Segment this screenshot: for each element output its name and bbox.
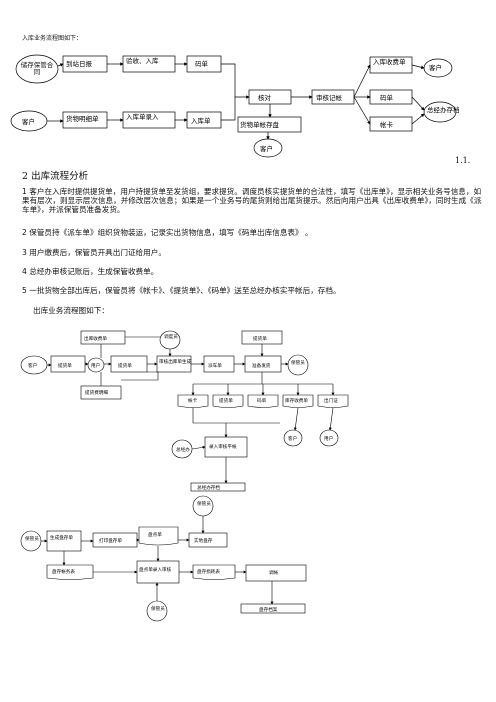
- fc2-user2: 用户: [324, 435, 333, 442]
- fc2-pickup2: 提货单: [58, 362, 72, 369]
- fc3-count: 盘点单: [148, 531, 162, 538]
- fc2-dispatcher: 调度员: [164, 333, 178, 340]
- fc1-archive: 总经办存档: [427, 105, 460, 114]
- fc1-manifest: 货物明细单: [66, 114, 99, 123]
- fc2-doc-card: 帐卡: [188, 397, 198, 404]
- fc1-check: 核对: [258, 93, 272, 102]
- fc1-review: 审核记帐: [316, 93, 343, 102]
- fc1-arrival: 到站日报: [66, 59, 93, 68]
- inbound-intro: 入库业务流程图如下：: [22, 35, 83, 42]
- fc1-contract: 储存保管合同: [20, 61, 54, 76]
- fc1-client2: 客户: [260, 144, 273, 153]
- fc1-code2: 码单: [380, 93, 394, 102]
- fc2-doc-gate: 出门证: [324, 397, 338, 404]
- fc2-doc-pickup: 提货单: [219, 397, 233, 404]
- step-4: 4 总经办审核记账后，生成保管收费单。: [22, 267, 159, 276]
- fc1-client: 客户: [22, 117, 35, 126]
- fc1-infee: 入库收费单: [373, 57, 406, 66]
- fc2-shipping: 准备发货: [252, 362, 271, 369]
- fc3-fill: 生成盘存单: [50, 534, 73, 541]
- fc3-table: 盘存损耗表: [197, 568, 220, 575]
- fc1-storage: 货物单帐存盘: [240, 120, 280, 129]
- outbound-intro: 出库业务流程图如下：: [33, 306, 109, 315]
- fc3-actual: 实地盘存: [194, 537, 213, 544]
- step-3: 3 用户缴费后，保管员开具出门证给用户。: [22, 248, 166, 257]
- outbound-flowchart: 出库收费单 调度员 提货单 客户 提货单 用户 提货单 审核出库单生成 派车单 …: [20, 330, 349, 492]
- fc2-outfee: 出库收费单: [84, 335, 107, 342]
- fc1-insheet: 入库单: [191, 116, 211, 125]
- fc2-user: 用户: [91, 362, 100, 369]
- inventory-flowchart: 保管员 保管员 生成盘存单 打印盘存单 盘点单 实地盘存 盘存帐务表 盘点单录入…: [20, 495, 307, 622]
- fc2-pickup: 提货单: [253, 335, 267, 342]
- fc1-card: 帐卡: [380, 120, 394, 129]
- fc2-checkmake: 审核出库单生成: [159, 358, 192, 365]
- fc3-ledger: 盘存帐务表: [52, 568, 75, 575]
- fc1-client3: 客户: [429, 63, 442, 72]
- fc2-archive: 总经办存档: [197, 484, 220, 491]
- section-number: 1.1.: [455, 156, 471, 165]
- fc2-admin: 总经办: [176, 446, 190, 453]
- fc1-inspect: 验收、入库: [126, 56, 159, 65]
- fc2-client2: 客户: [288, 435, 297, 442]
- fc2-feedetail: 提货费明细: [85, 389, 108, 396]
- fc3-keeper2: 保管员: [151, 605, 165, 612]
- fc2-ledger: 录入审核平帐: [209, 443, 237, 450]
- outbound-heading: 2 出库流程分析: [22, 171, 89, 182]
- fc2-client: 客户: [28, 362, 37, 369]
- inbound-flowchart: 到站日报 验收、入库 码单 客户 货物明细单 入库单录入 入库单 核对 审核记帐…: [10, 54, 460, 158]
- fc1-code: 码单: [195, 59, 209, 68]
- step-2: 2 保管员持《派车单》组织货物装运，记录实出货物信息，填写《码单出库信息表》 。: [22, 228, 313, 237]
- fc2-keeper: 保管员: [291, 359, 305, 366]
- fc1-inmanifest: 入库单录入: [126, 112, 159, 121]
- fc3-clerk: 保管员: [197, 500, 211, 507]
- step-5: 5 一批货物全部出库后，保管员将《帐卡》、《提货单》、《码单》送至总经办核实平帐…: [22, 286, 341, 295]
- fc2-doc-infee: 库存收费单: [285, 397, 308, 404]
- fc3-adjust: 调帐: [269, 569, 279, 576]
- fc2-doc-code: 码单: [257, 397, 267, 404]
- fc3-keeper: 保管员: [25, 535, 39, 542]
- fc2-truck: 派车单: [208, 362, 222, 369]
- step-1: 1 客户在入库时提供提货单，用户持提货单至发货组，要求提货。调度员核实提货单的合…: [22, 187, 482, 214]
- fc3-entry: 盘点单录入审核: [139, 566, 172, 573]
- fc3-archive: 盘存档案: [259, 606, 278, 613]
- fc3-print: 打印盘存单: [99, 537, 122, 544]
- fc2-delivery: 提货单: [118, 362, 132, 369]
